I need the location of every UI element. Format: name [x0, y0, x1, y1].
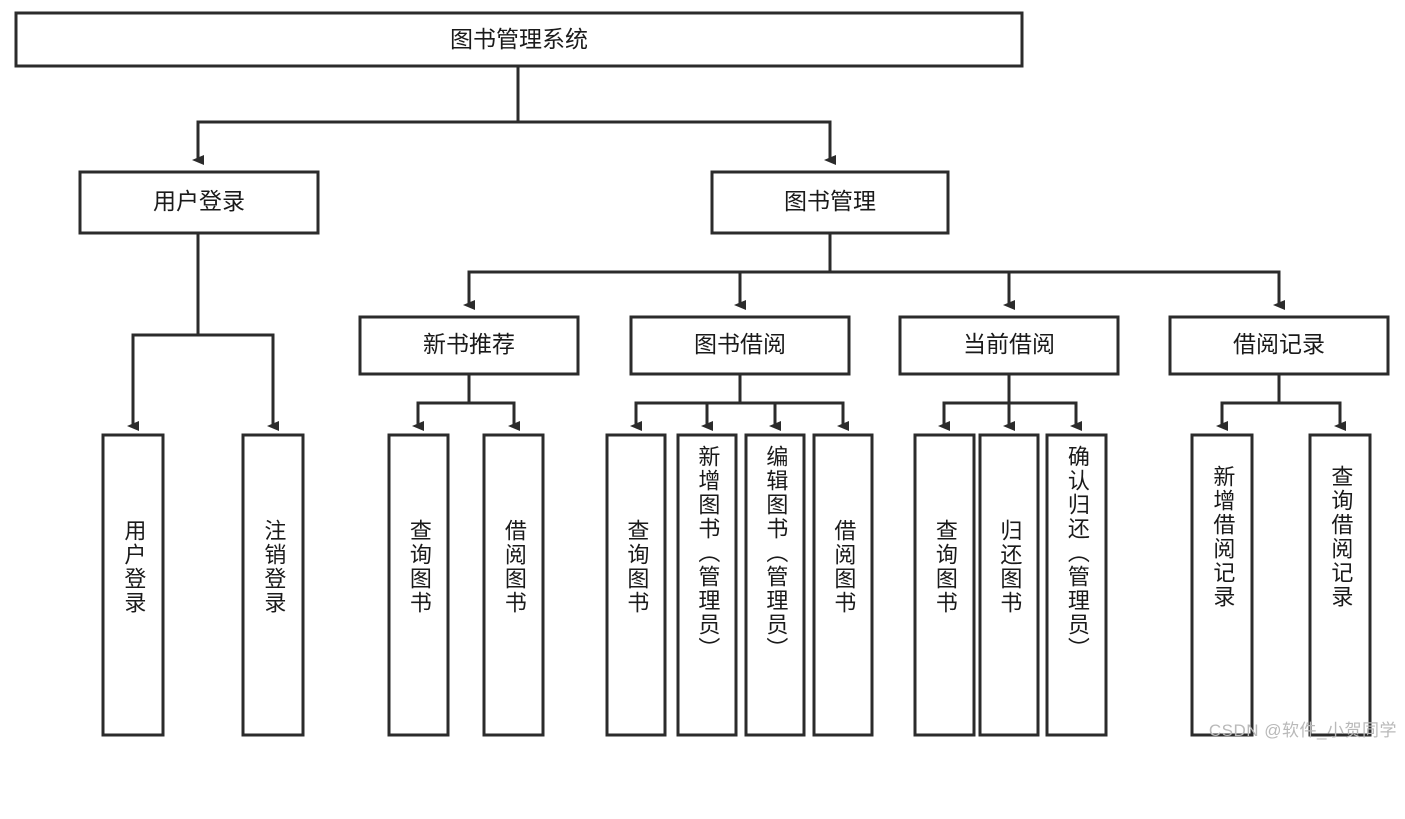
- node-leaf-query-book-1[interactable]: [387, 433, 450, 737]
- node-leaf-borrow-book-1-box[interactable]: [482, 433, 545, 737]
- node-leaf-edit-book[interactable]: [744, 433, 806, 737]
- node-book-manage-box[interactable]: [710, 170, 950, 235]
- node-leaf-logout-box[interactable]: [241, 433, 305, 737]
- node-leaf-borrow-book-1[interactable]: [482, 433, 545, 737]
- node-current-borrow-box[interactable]: [898, 315, 1120, 376]
- node-leaf-query-book-3[interactable]: [913, 433, 976, 737]
- node-book-borrow-label: 图书借阅: [694, 331, 786, 357]
- connector-group-book-borrow: [630, 372, 849, 431]
- node-leaf-return-book-box[interactable]: [978, 433, 1040, 737]
- node-new-book-recommend[interactable]: 新书推荐: [358, 315, 580, 376]
- flowchart-svg: 图书管理系统 用户登录 图书管理 新书推荐 图书借阅 当前借阅 借阅记录: [14, 11, 1390, 737]
- node-book-manage[interactable]: 图书管理: [710, 170, 950, 235]
- node-leaf-confirm-return-box[interactable]: [1045, 433, 1108, 737]
- node-leaf-query-book-2-box[interactable]: [605, 433, 667, 737]
- node-book-borrow-box[interactable]: [629, 315, 851, 376]
- connector-group-new-book-recommend: [412, 372, 520, 431]
- node-borrow-record-label: 借阅记录: [1233, 331, 1325, 357]
- connector-group-user-login: [127, 231, 279, 431]
- node-book-borrow[interactable]: 图书借阅: [629, 315, 851, 376]
- flowchart-canvas: 图书管理系统 用户登录 图书管理 新书推荐 图书借阅 当前借阅 借阅记录: [14, 11, 1397, 740]
- node-leaf-query-book-3-box[interactable]: [913, 433, 976, 737]
- connector-group-borrow-record: [1216, 372, 1346, 431]
- node-user-login[interactable]: 用户登录: [78, 170, 320, 235]
- node-leaf-query-record[interactable]: [1308, 433, 1372, 737]
- node-leaf-query-record-box[interactable]: [1308, 433, 1372, 737]
- node-book-manage-label: 图书管理: [784, 188, 876, 214]
- node-leaf-add-record-box[interactable]: [1190, 433, 1254, 737]
- node-leaf-borrow-book-2[interactable]: [812, 433, 874, 737]
- node-leaf-user-login[interactable]: [101, 433, 165, 737]
- node-root-label: 图书管理系统: [450, 26, 588, 52]
- node-root[interactable]: 图书管理系统: [14, 11, 1024, 68]
- node-leaf-return-book[interactable]: [978, 433, 1040, 737]
- node-current-borrow[interactable]: 当前借阅: [898, 315, 1120, 376]
- node-new-book-recommend-box[interactable]: [358, 315, 580, 376]
- node-leaf-add-record[interactable]: [1190, 433, 1254, 737]
- node-leaf-query-book-2[interactable]: [605, 433, 667, 737]
- connector-group-root: [192, 64, 836, 165]
- node-leaf-add-book[interactable]: [676, 433, 738, 737]
- node-user-login-label: 用户登录: [153, 188, 245, 214]
- node-root-box[interactable]: [14, 11, 1024, 68]
- node-new-book-recommend-label: 新书推荐: [423, 331, 515, 357]
- node-user-login-box[interactable]: [78, 170, 320, 235]
- node-borrow-record[interactable]: 借阅记录: [1168, 315, 1390, 376]
- node-leaf-borrow-book-2-box[interactable]: [812, 433, 874, 737]
- node-leaf-logout[interactable]: [241, 433, 305, 737]
- node-leaf-edit-book-box[interactable]: [744, 433, 806, 737]
- node-leaf-query-book-1-box[interactable]: [387, 433, 450, 737]
- csdn-watermark: CSDN @软件_小贺同学: [1208, 721, 1397, 740]
- connector-group-book-manage: [463, 231, 1285, 310]
- node-leaf-confirm-return[interactable]: [1045, 433, 1108, 737]
- node-leaf-add-book-box[interactable]: [676, 433, 738, 737]
- node-current-borrow-label: 当前借阅: [963, 331, 1055, 357]
- node-borrow-record-box[interactable]: [1168, 315, 1390, 376]
- node-leaf-user-login-box[interactable]: [101, 433, 165, 737]
- connector-group-current-borrow: [938, 372, 1082, 431]
